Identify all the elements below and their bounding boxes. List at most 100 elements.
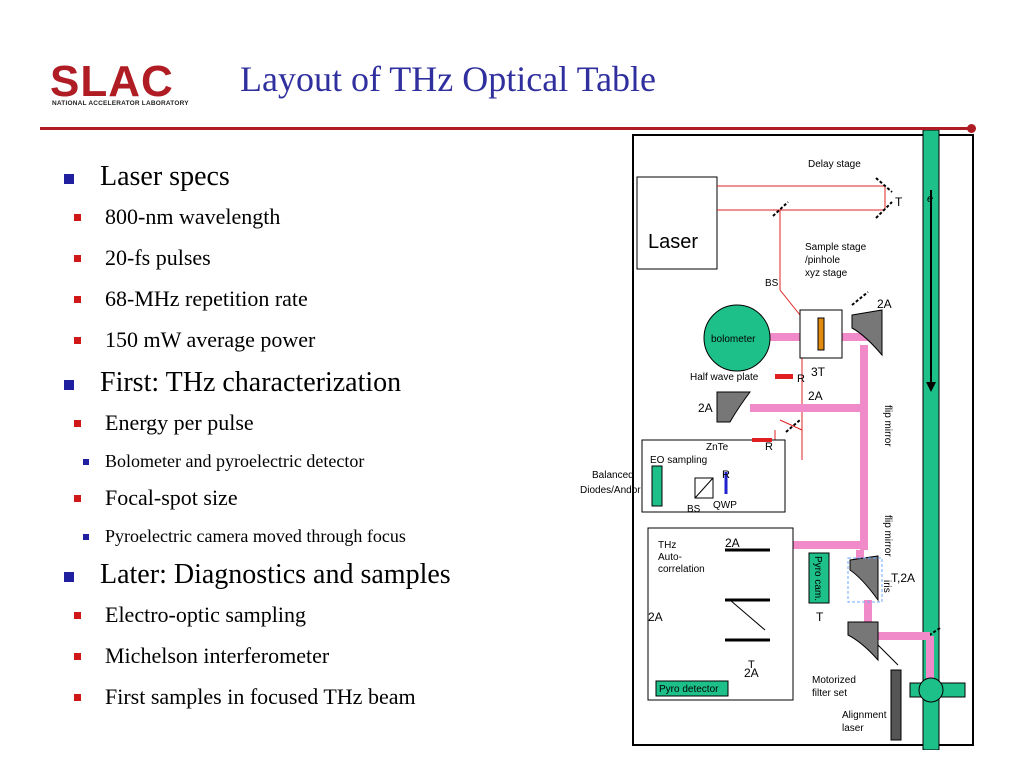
- sample-stage-label-3: xyz stage: [805, 268, 848, 279]
- laser-beam: [779, 419, 803, 431]
- bullet-later-diagnostics: Later: Diagnostics and samples: [60, 558, 620, 592]
- t-top-label: T: [895, 195, 903, 209]
- bullet-text: 150 mW average power: [105, 327, 316, 352]
- mirror: [785, 419, 801, 433]
- mirror: [875, 177, 893, 193]
- bolometer-label: bolometer: [711, 334, 756, 345]
- bullet-marker: [83, 459, 89, 465]
- bullet-marker: [74, 694, 81, 701]
- delay-stage-label: Delay stage: [808, 159, 861, 170]
- two-a-top-label: 2A: [877, 297, 892, 311]
- sample-holder: [817, 317, 825, 351]
- title-divider-dot: [967, 124, 976, 133]
- sub-bullet: Focal-spot size: [20, 483, 620, 513]
- bullet-text: Pyroelectric camera moved through focus: [105, 526, 406, 546]
- iris-label: iris: [881, 580, 892, 593]
- bullet-marker: [74, 653, 81, 660]
- bullet-text: Energy per pulse: [105, 410, 254, 435]
- bullet-marker: [83, 534, 89, 540]
- parabolic-mirror-left: [716, 391, 751, 423]
- two-a-auto-label: 2A: [725, 536, 740, 550]
- bullet-marker: [64, 572, 74, 582]
- t-cam-label: T: [816, 610, 824, 624]
- bs-top-label: BS: [765, 278, 779, 289]
- thz-auto-label-1: THz: [658, 540, 676, 551]
- e-beam-label: e: [927, 193, 933, 205]
- sub-bullet: Michelson interferometer: [20, 641, 620, 671]
- eo-bs-diagonal: [694, 477, 714, 499]
- sub-sub-bullet: Bolometer and pyroelectric detector: [0, 449, 620, 473]
- motorized-label-2: filter set: [812, 688, 847, 699]
- bolometer-circle: [703, 304, 771, 372]
- optical-table-diagram: e Laser Delay stage T Sample stage /pinh…: [580, 130, 974, 750]
- bullet-text: Focal-spot size: [105, 485, 238, 510]
- bullet-text: 800-nm wavelength: [105, 204, 281, 229]
- alignment-label-2: laser: [842, 723, 864, 734]
- bullet-marker: [74, 337, 81, 344]
- logo-subtitle: NATIONAL ACCELERATOR LABORATORY: [52, 100, 189, 107]
- sub-bullet: 68-MHz repetition rate: [20, 284, 620, 314]
- laser-box: [636, 176, 718, 270]
- thz-autocorrelation-box: [647, 527, 794, 701]
- bullet-text: Michelson interferometer: [105, 643, 330, 668]
- electron-beamline: [922, 130, 940, 750]
- pyro-detector-box: [655, 680, 729, 697]
- parabolic-mirror-top: [851, 309, 883, 357]
- slac-logo: SLAC: [50, 58, 173, 106]
- alignment-label-1: Alignment: [842, 710, 887, 721]
- sample-stage-label-2: /pinhole: [805, 255, 840, 266]
- bullet-text: 68-MHz repetition rate: [105, 286, 308, 311]
- bullet-text: Bolometer and pyroelectric detector: [105, 451, 365, 471]
- bullet-list: Laser specs 800-nm wavelength 20-fs puls…: [60, 160, 620, 723]
- sub-bullet: Energy per pulse: [20, 408, 620, 438]
- mirror: [924, 627, 941, 639]
- sub-sub-bullet: Pyroelectric camera moved through focus: [0, 524, 620, 548]
- eo-sampling-label: EO sampling: [650, 455, 707, 466]
- r-eo-label: R: [722, 469, 730, 481]
- electron-arrowhead: [926, 382, 936, 392]
- znte-label: ZnTe: [706, 442, 729, 453]
- half-wave-plate-label: Half wave plate: [690, 372, 759, 383]
- flip-mirror-1-label: flip mirror: [882, 405, 893, 447]
- three-t-label: 3T: [811, 365, 826, 379]
- bs-eo-label: BS: [687, 504, 701, 515]
- two-a-left-label: 2A: [698, 401, 713, 415]
- iris-outline: [847, 557, 883, 603]
- eo-sampling-box: [641, 439, 786, 513]
- thz-auto-label-2: Auto-: [658, 552, 682, 563]
- bullet-text: First: THz characterization: [100, 367, 402, 398]
- t-bottom-label: T: [748, 659, 755, 671]
- two-a-auto-left-label: 2A: [648, 610, 663, 624]
- balanced-label-2: Diodes/Andor: [580, 485, 641, 496]
- sub-bullet: 20-fs pulses: [20, 243, 620, 273]
- motorized-label-1: Motorized: [812, 675, 856, 686]
- bullet-marker: [74, 214, 81, 221]
- sub-bullet: First samples in focused THz beam: [20, 682, 620, 712]
- flip-mirror-2-label: flip mirror: [882, 515, 893, 557]
- laser-label: Laser: [648, 231, 698, 253]
- alignment-laser: [890, 669, 902, 741]
- mirror: [851, 291, 869, 306]
- t-2a-label: T,2A: [891, 571, 915, 585]
- balanced-label-1: Balanced: [592, 470, 634, 481]
- parabolic-mirror-bottom: [847, 621, 879, 662]
- bullet-marker: [64, 174, 74, 184]
- r-hwp-label: R: [797, 373, 805, 385]
- r-znte-label: R: [765, 441, 773, 453]
- bullet-text: Laser specs: [100, 161, 230, 192]
- sub-bullet: Electro-optic sampling: [20, 600, 620, 630]
- bullet-text: Later: Diagnostics and samples: [100, 559, 451, 590]
- qwp-label: QWP: [713, 500, 737, 511]
- mirror: [772, 201, 789, 217]
- auto-beam-splitter: [729, 599, 766, 631]
- bullet-marker: [74, 612, 81, 619]
- bullet-thz-characterization: First: THz characterization: [60, 366, 620, 400]
- laser-beam: [779, 289, 801, 316]
- bullet-text: 20-fs pulses: [105, 245, 211, 270]
- page-title: Layout of THz Optical Table: [240, 59, 657, 99]
- znte-crystal: [752, 438, 772, 442]
- pyro-detector-label: Pyro detector: [659, 684, 719, 695]
- otr-station-circle: [918, 677, 944, 703]
- half-wave-plate: [775, 374, 793, 379]
- sub-bullet: 800-nm wavelength: [20, 202, 620, 232]
